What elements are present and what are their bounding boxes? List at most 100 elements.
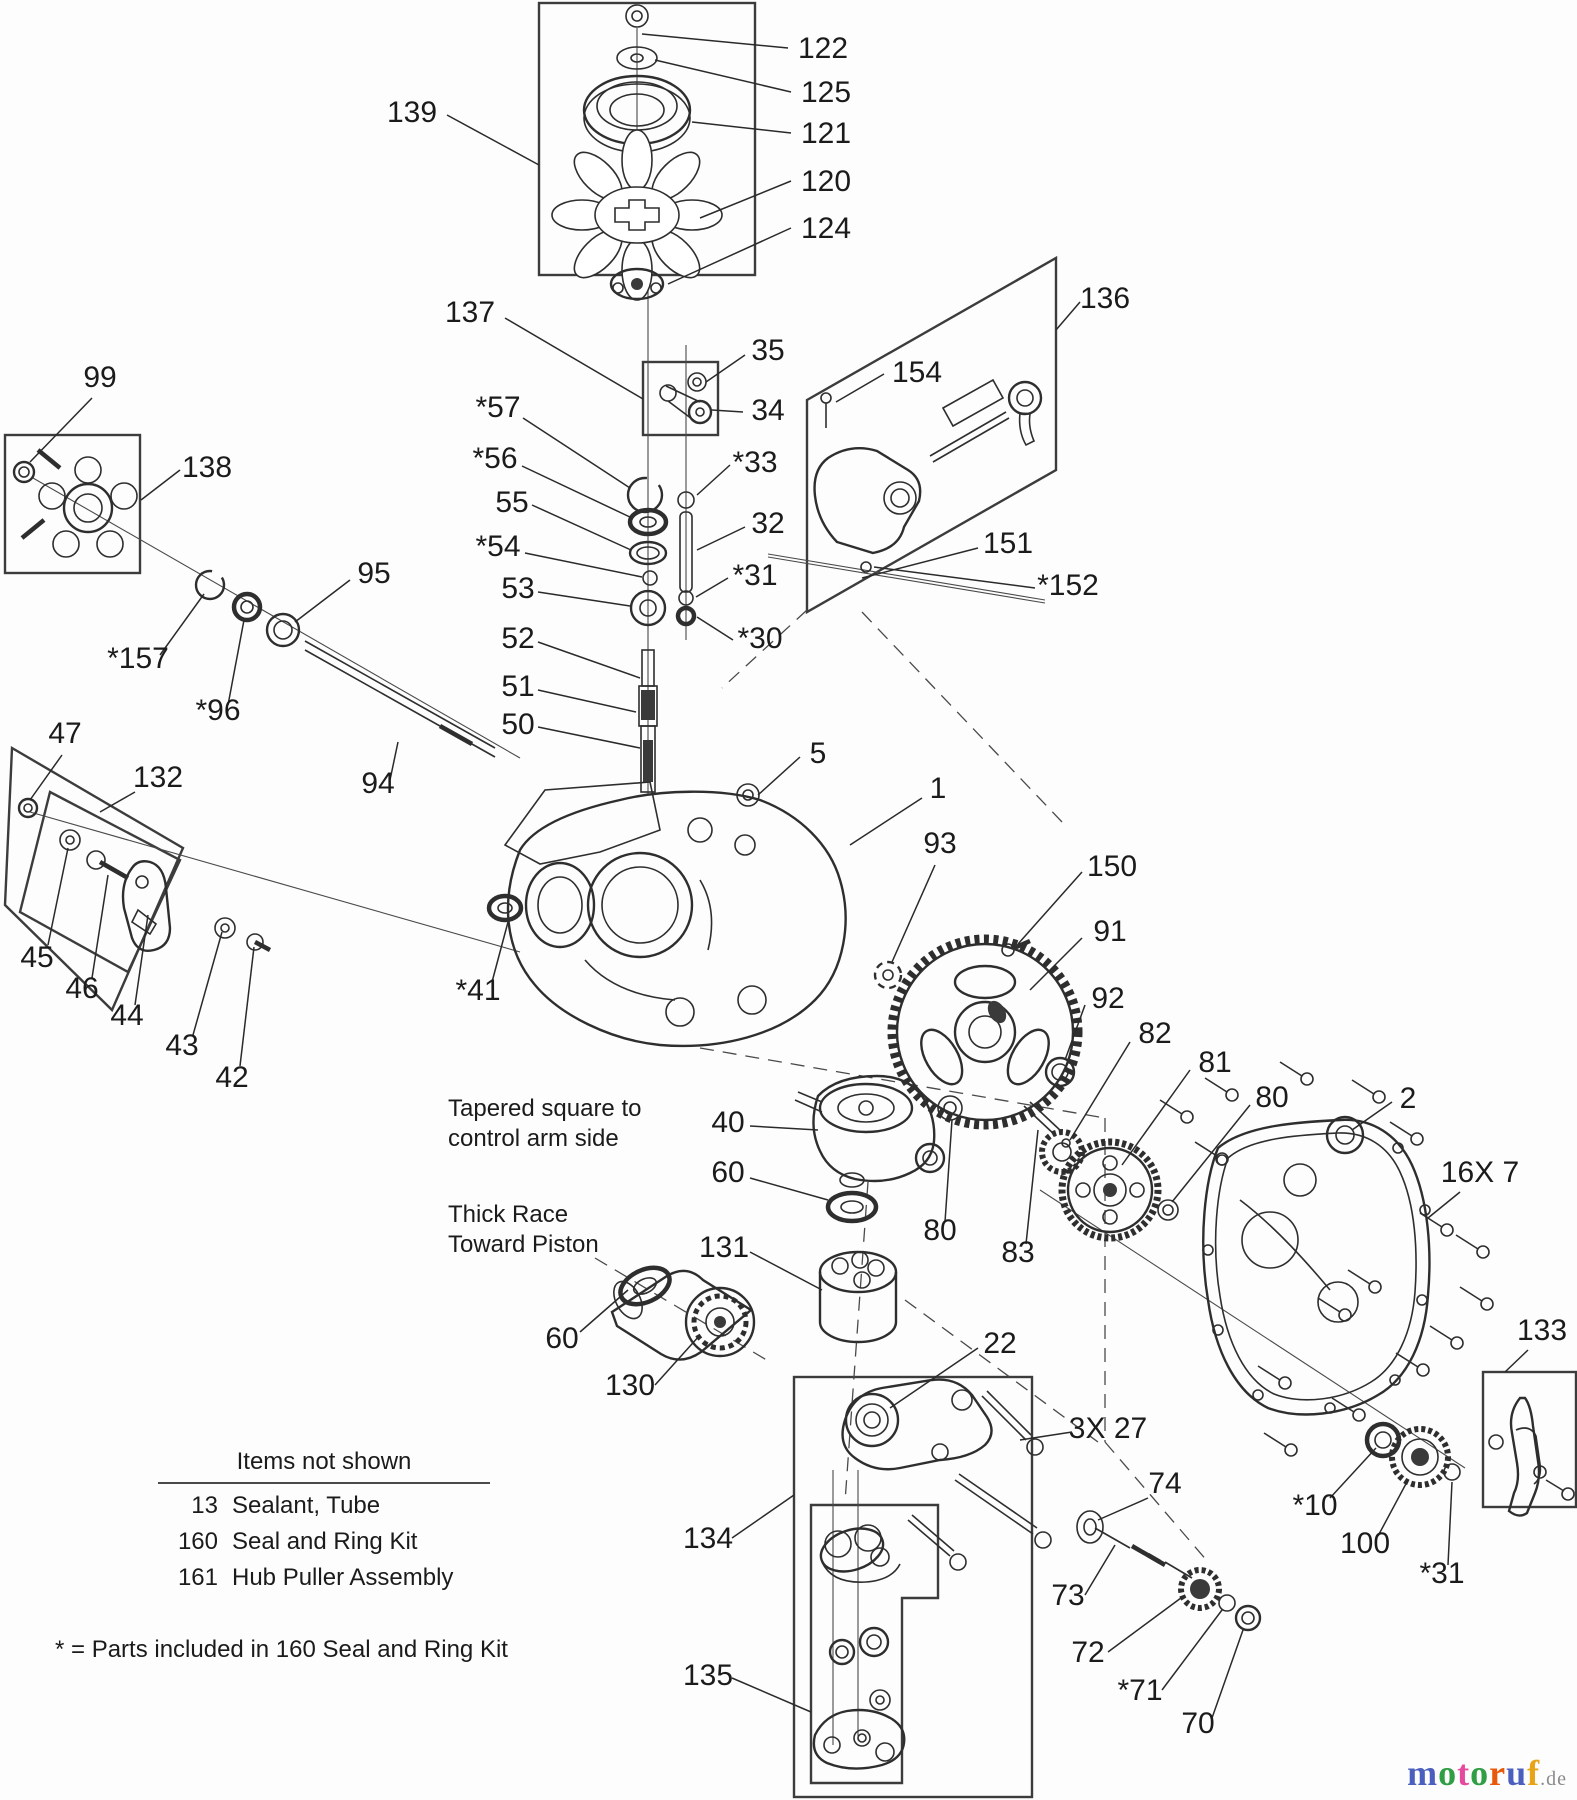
callout-label-32: 32 [751,507,784,540]
callout-leader [579,1289,629,1333]
callout-leader [537,689,637,713]
callout-label-2: 2 [1400,1082,1417,1115]
callout-leader [944,1119,953,1223]
callout-leader [239,946,255,1067]
callout-leader [227,619,245,706]
item-number: 161 [177,1564,218,1591]
callout-leader [522,417,631,489]
callout-label-150: 150 [1087,850,1137,883]
callout-leader [1025,1129,1039,1245]
item-row: 160 Seal and Ring Kit [158,1528,490,1556]
callout-leader [1171,1104,1251,1203]
watermark-suffix: .de [1540,1768,1567,1790]
callout-label-132: 132 [133,761,183,794]
callout-label-star-54: *54 [475,530,520,563]
callout-label-92: 92 [1091,982,1124,1015]
callout-label-100: 100 [1340,1527,1390,1560]
callout-leader [849,797,923,846]
callout-label-1: 1 [930,772,947,805]
seal-kit-footnote: * = Parts included in 160 Seal and Ring … [55,1636,508,1663]
callout-leader [99,791,136,813]
callout-label-60: 60 [545,1322,578,1355]
callout-label-52: 52 [501,622,534,655]
callout-label-121: 121 [801,117,851,150]
callout-leader [749,1251,823,1291]
callout-label-44: 44 [110,999,143,1032]
item-name: Seal and Ring Kit [232,1528,418,1555]
brake-lever-assembly [1488,1396,1575,1517]
callout-label-135: 135 [683,1659,733,1692]
annotation-text: Toward Piston [448,1231,599,1258]
callout-leader [731,1677,812,1713]
callout-label-34: 34 [751,394,784,427]
misc-small-parts [860,561,872,573]
callout-label-134: 134 [683,1522,733,1555]
callout-label-46: 46 [65,972,98,1005]
callout-leader [389,741,399,781]
callout-label-22: 22 [983,1327,1016,1360]
callout-label-3X-27: 3X 27 [1069,1412,1147,1445]
callout-label-star-56: *56 [472,442,517,475]
callout-label-125: 125 [801,76,851,109]
items-not-shown-block: Items not shown 13 Sealant, Tube 160 Sea… [158,1448,490,1592]
callout-leader [705,354,746,383]
callout-label-133: 133 [1517,1314,1567,1347]
bypass-actuator [813,378,1043,555]
callout-leader [667,227,792,285]
callout-leader [873,566,1036,589]
item-name: Hub Puller Assembly [232,1564,454,1591]
callout-label-137: 137 [445,296,495,329]
callout-leader [294,579,351,623]
callout-label-47: 47 [48,717,81,750]
watermark-letter: o [1438,1753,1458,1793]
callout-label-74: 74 [1148,1467,1181,1500]
callout-leader [641,33,789,49]
callout-leader [1084,1544,1116,1596]
callout-label-70: 70 [1181,1707,1214,1740]
callout-label-star-33: *33 [732,446,777,479]
callout-leader [1055,301,1081,331]
callout-leader [29,397,93,463]
callout-label-154: 154 [892,356,942,389]
callout-leader [47,847,69,946]
watermark-letter: f [1527,1753,1541,1793]
callout-label-star-152: *152 [1037,569,1099,602]
callout-label-124: 124 [801,212,851,245]
callout-label-81: 81 [1198,1046,1231,1079]
callout-label-131: 131 [699,1231,749,1264]
control-bracket-parts [17,797,524,952]
callout-label-60: 60 [711,1156,744,1189]
item-name: Sealant, Tube [232,1492,381,1519]
callout-leader [1019,1431,1073,1441]
callout-label-91: 91 [1093,915,1126,948]
callout-leader [731,1494,795,1539]
callout-leader [696,616,734,641]
callout-label-122: 122 [798,32,848,65]
callout-label-83: 83 [1001,1236,1034,1269]
watermark-letter: o [1470,1753,1490,1793]
callout-leader [159,593,205,656]
callout-label-16X-7: 16X 7 [1441,1156,1519,1189]
callout-leader [504,317,644,400]
callout-label-star-157: *157 [107,642,169,675]
callout-label-139: 139 [387,96,437,129]
item-row: 161 Hub Puller Assembly [158,1564,490,1592]
callout-label-43: 43 [165,1029,198,1062]
callout-leader [1097,1497,1149,1521]
callout-leader [1377,1479,1409,1537]
watermark-letter: m [1407,1753,1439,1793]
fan-icon [551,129,723,301]
cover-bolts-16x [1159,1061,1494,1457]
case-cover [1202,1115,1431,1416]
callout-label-80: 80 [923,1214,956,1247]
callout-leader [521,465,633,519]
callout-leader [134,914,149,1006]
callout-label-53: 53 [501,572,534,605]
callout-leader [1069,1041,1131,1141]
callout-label-73: 73 [1051,1579,1084,1612]
watermark-letter: t [1457,1753,1471,1793]
callout-leader [1029,937,1083,991]
callout-label-130: 130 [605,1369,655,1402]
